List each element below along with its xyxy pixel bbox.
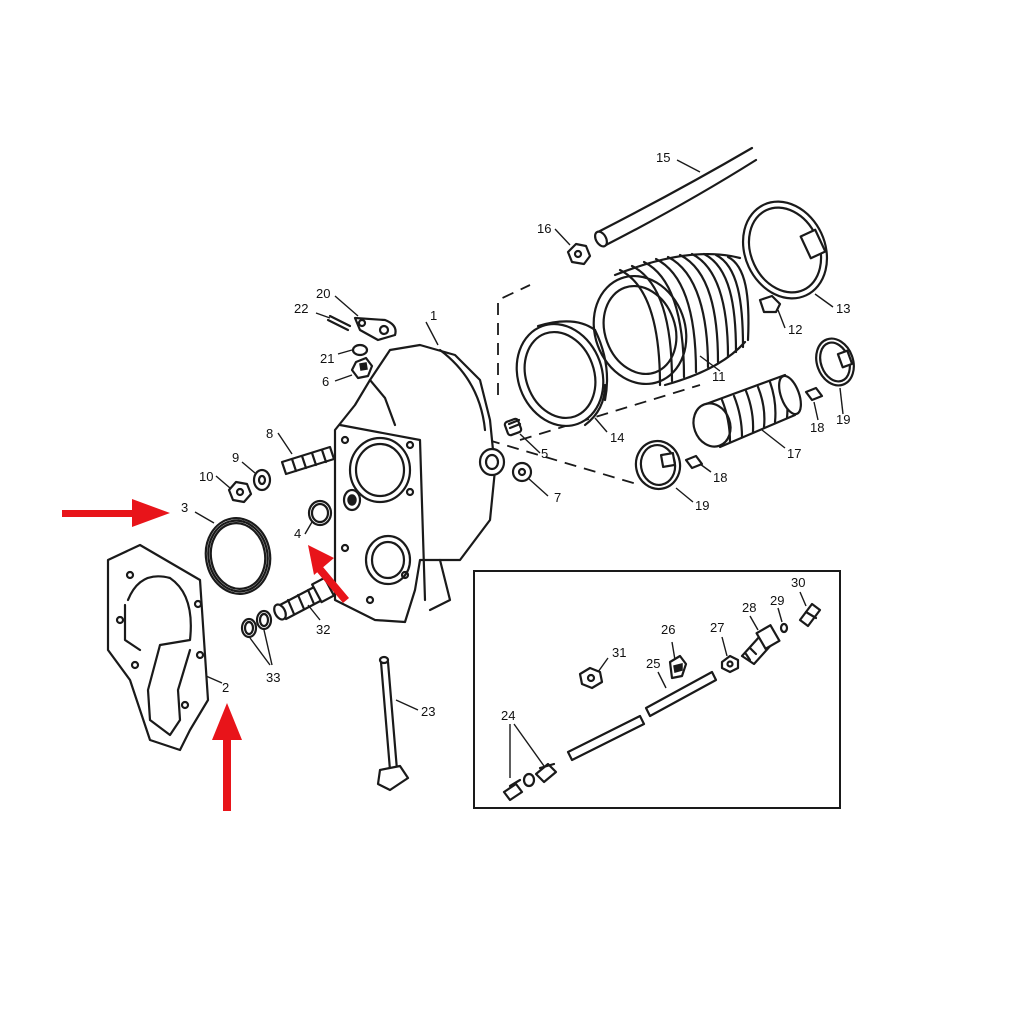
part-24-fittings [502,762,558,802]
part-29-seal [779,622,789,634]
callout-12: 12 [788,322,802,337]
part-23-rod [376,655,410,792]
leader-lines [194,159,844,778]
callout-23: 23 [421,704,435,719]
part-9-washer [252,468,272,492]
callout-19-lower: 19 [695,498,709,513]
callout-19-upper: 19 [836,412,850,427]
part-11-large-bellows [592,252,750,387]
highlight-arrow-part-2 [212,703,242,811]
part-18-clip-lower [684,454,704,470]
part-32-valve [273,576,335,621]
callout-25: 25 [646,656,660,671]
part-25-tubes [566,670,718,762]
callout-18-upper: 18 [810,420,824,435]
part-16-nut [566,242,592,266]
callout-5: 5 [541,446,548,461]
callout-11: 11 [712,369,726,384]
part-10-nut [227,480,253,504]
callout-3: 3 [181,500,188,515]
callout-22: 22 [294,301,308,316]
callout-13: 13 [836,301,850,316]
callout-28: 28 [742,600,756,615]
part-18-clip-upper [804,386,824,402]
part-1-main-housing [333,343,506,624]
part-31-nut [578,666,604,690]
part-30-fitting [798,602,822,628]
callout-labels: 1 2 3 4 5 6 7 8 9 10 11 12 13 14 15 16 1… [181,150,850,723]
callout-15: 15 [656,150,670,165]
part-19-small-clamp-lower [634,439,682,491]
callout-18-lower: 18 [713,470,727,485]
callout-32: 32 [316,622,330,637]
part-8-stud [280,445,336,476]
callout-8: 8 [266,426,273,441]
part-7-washer [511,461,533,483]
callout-9: 9 [232,450,239,465]
part-2-gasket [106,543,210,752]
part-22-pin [326,314,352,332]
callout-21: 21 [320,351,334,366]
callout-2: 2 [222,680,229,695]
callout-10: 10 [199,469,213,484]
callout-24: 24 [501,708,515,723]
assembly-guide-lines [487,284,701,486]
part-13-large-clamp [741,200,829,300]
part-5-fitting [503,417,523,437]
part-21-washer [351,343,369,357]
detail-inset-box [473,570,841,809]
callout-29: 29 [770,593,784,608]
callout-30: 30 [791,575,805,590]
part-26-fitting [668,654,688,680]
callout-16: 16 [537,221,551,236]
callout-27: 27 [710,620,724,635]
callout-31: 31 [612,645,626,660]
callout-20: 20 [316,286,330,301]
part-33-o-rings [240,609,273,639]
part-4-o-ring [307,499,333,527]
callout-33: 33 [266,670,280,685]
callout-6: 6 [322,374,329,389]
part-27-nut [720,654,740,674]
callout-26: 26 [661,622,675,637]
callout-1: 1 [430,308,437,323]
highlight-arrow-part-3 [62,499,170,527]
callout-7: 7 [554,490,561,505]
part-3-large-o-ring [204,517,272,595]
callout-4: 4 [294,526,301,541]
part-17-small-bellows [692,373,802,449]
part-14-ring [515,320,609,428]
part-6-nut [350,356,374,380]
part-28-connector [740,624,781,666]
callout-14: 14 [610,430,624,445]
part-12-clip [758,294,782,314]
highlight-arrow-part-4 [308,545,349,603]
part-20-lever [353,316,397,342]
part-15-hose [594,146,758,248]
callout-17: 17 [787,446,801,461]
part-19-small-clamp-upper [815,337,855,387]
